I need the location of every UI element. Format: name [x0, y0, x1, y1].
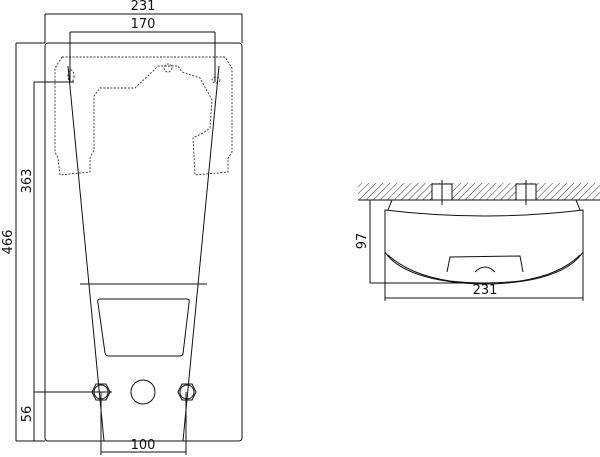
dimension-100: 100 — [100, 392, 187, 455]
display-recess — [446, 255, 524, 273]
dim-label-100: 100 — [131, 438, 156, 453]
mounting-plate-outline — [54, 56, 233, 176]
dim-label-97: 97 — [355, 233, 370, 250]
dimension-231-side: 231 — [384, 252, 584, 301]
front-view: 231 170 466 363 56 100 — [1, 0, 243, 455]
dimension-466: 466 — [1, 42, 45, 442]
dimension-170: 170 — [69, 17, 216, 82]
dimension-363: 363 — [20, 81, 74, 441]
body-taper-left — [67, 65, 105, 442]
appliance-outline — [44, 42, 243, 442]
mounting-bracket-screw — [163, 63, 173, 73]
front-cover-curve — [387, 254, 581, 284]
display-window — [97, 298, 190, 357]
display-knob — [474, 266, 496, 273]
center-connection-circle — [130, 379, 156, 405]
dim-label-170: 170 — [131, 17, 156, 32]
dimension-56: 56 — [20, 391, 112, 423]
wall-hatching — [358, 183, 600, 200]
pipe-connection-left — [431, 180, 453, 205]
body-taper-right — [182, 65, 220, 442]
hex-nut-right-icon — [177, 383, 197, 401]
dimension-97: 97 — [355, 200, 485, 284]
dimension-231-top: 231 — [44, 0, 243, 43]
bracket-edges — [387, 199, 581, 211]
dim-label-466: 466 — [1, 230, 16, 255]
dim-label-56: 56 — [20, 406, 35, 423]
appliance-body-side — [384, 209, 584, 285]
mounting-hole-right — [211, 76, 221, 84]
dim-label-231: 231 — [131, 0, 156, 14]
pipe-connection-right — [515, 180, 537, 205]
side-view: 97 231 — [355, 180, 600, 301]
dim-label-363: 363 — [20, 169, 35, 194]
dim-label-231-side: 231 — [473, 283, 498, 298]
